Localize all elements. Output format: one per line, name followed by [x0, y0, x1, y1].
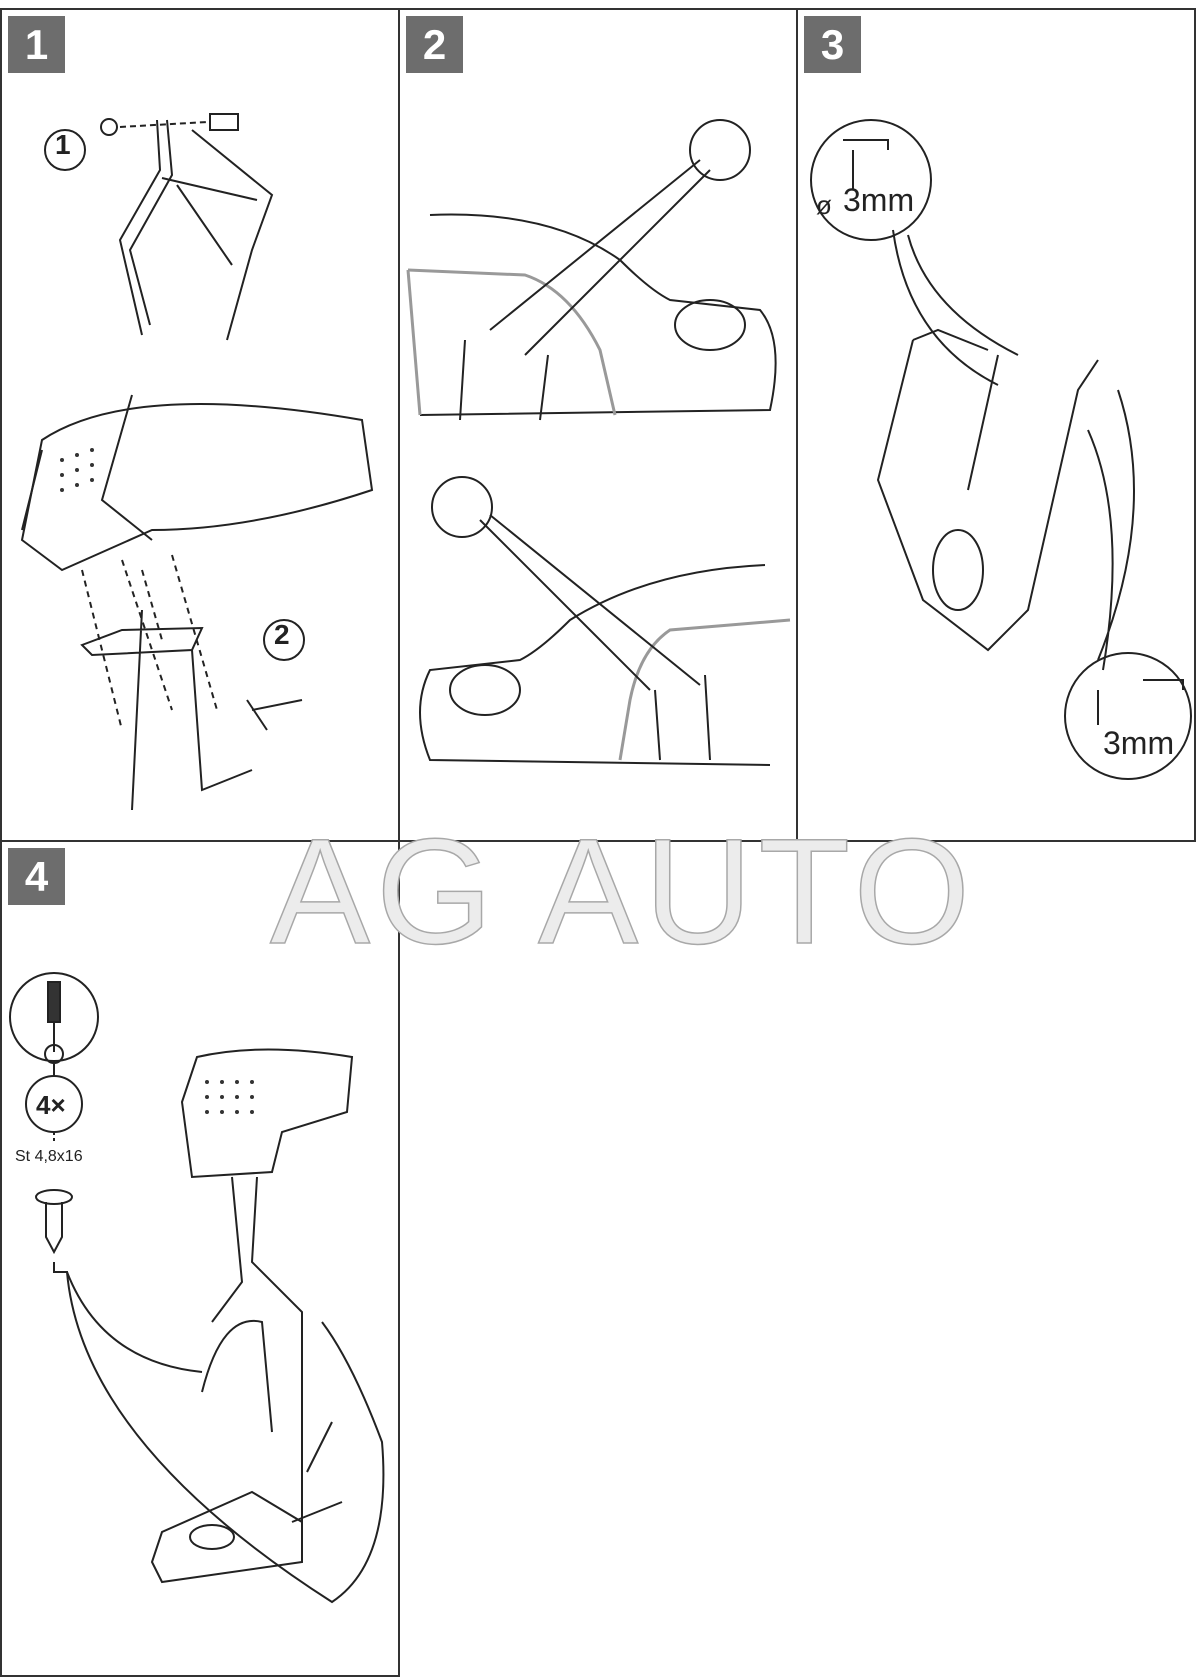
step-3-panel: 3 ø 3mm 3mm: [796, 8, 1196, 842]
step-number-badge: 1: [8, 16, 65, 73]
step-2-panel: 2: [398, 8, 798, 842]
callout-2: 2: [274, 619, 290, 650]
marker-pen-icon: [689, 119, 751, 181]
step-number-badge: 3: [804, 16, 861, 73]
drilling-holes-illustration: [810, 119, 1192, 780]
screw-spec-label: St 4,8x16: [15, 1148, 83, 1165]
drill-size-label: 3mm: [843, 182, 915, 218]
step-1-panel: 1 1 2: [0, 8, 400, 842]
drill-3mm-icon: [810, 119, 932, 241]
screwdriver-icon: [9, 972, 99, 1062]
marking-drilling-positions-illustration: [406, 119, 791, 766]
marker-pen-icon: [431, 476, 493, 538]
screw-quantity: 4×: [36, 1090, 66, 1120]
watermark: AG AUTO: [269, 806, 977, 976]
callout-1: 1: [55, 129, 71, 160]
armrest-bracket-assembly-illustration: [20, 113, 374, 811]
step-4-panel: 4 4× St 4,8x16: [0, 840, 400, 1677]
step-number-badge: 2: [406, 16, 463, 73]
diameter-symbol: ø: [816, 190, 832, 220]
step-number-badge: 4: [8, 848, 65, 905]
drill-size-label: 3mm: [1103, 725, 1175, 761]
final-mounting-illustration: [9, 972, 385, 1604]
drill-3mm-icon: [1064, 652, 1192, 780]
